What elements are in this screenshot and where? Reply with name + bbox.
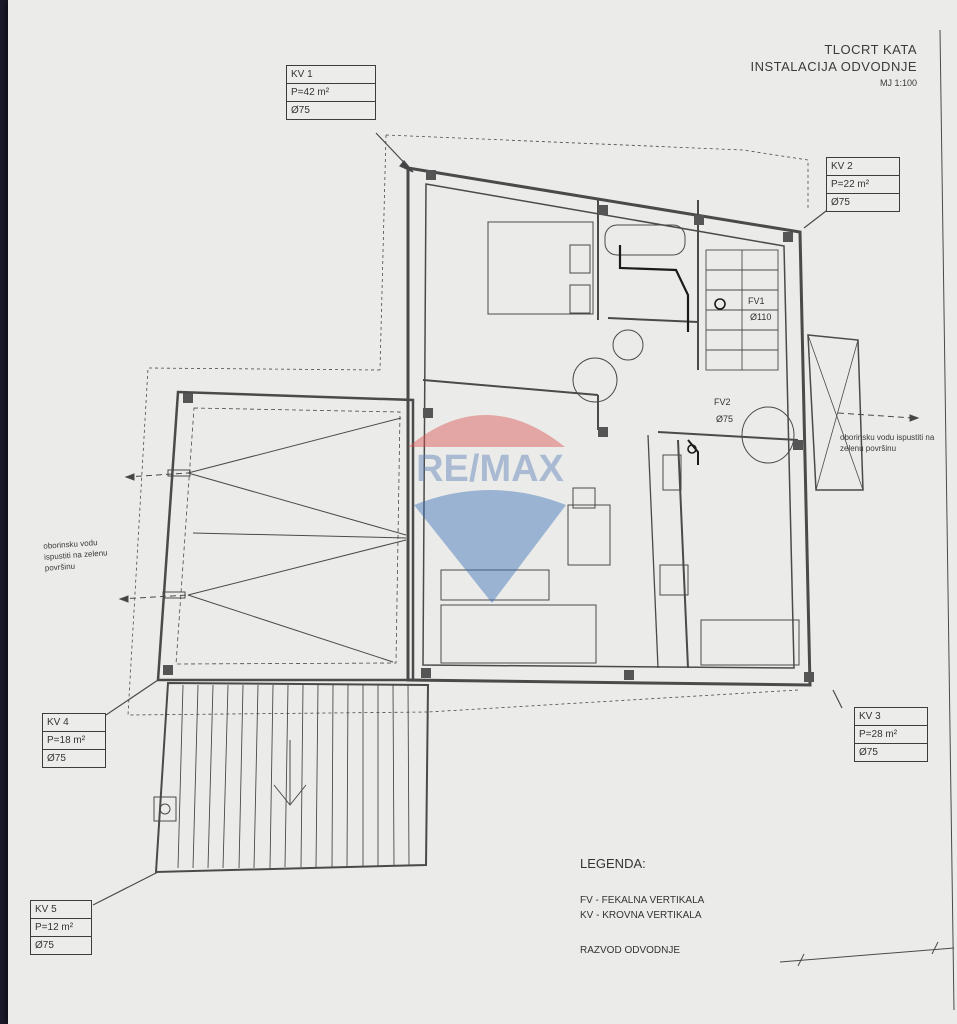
furniture bbox=[440, 221, 800, 666]
drawing-title: TLOCRT KATA bbox=[824, 42, 917, 57]
fv2-label: FV2 bbox=[714, 397, 731, 407]
legend-fv: FV - FEKALNA VERTIKALA bbox=[580, 895, 705, 906]
kv-diameter: Ø75 bbox=[35, 940, 54, 951]
interior-wall bbox=[422, 379, 599, 396]
pergola bbox=[154, 681, 430, 874]
fv2-diameter: Ø75 bbox=[716, 414, 734, 424]
drawing-subtitle: INSTALACIJA ODVODNJE bbox=[750, 59, 917, 74]
kv1-box: KV 1 P=42 m² Ø75 bbox=[286, 65, 376, 120]
roof-slope-lines bbox=[187, 417, 407, 663]
drawing-scale: MJ 1:100 bbox=[879, 78, 917, 88]
kv-diameter: Ø75 bbox=[859, 747, 878, 758]
kv2-box: KV 2 P=22 m² Ø75 bbox=[826, 157, 900, 212]
kv-diameter: Ø75 bbox=[291, 105, 310, 116]
fv1-label: FV1 bbox=[748, 296, 765, 306]
kv-name: KV 4 bbox=[43, 714, 105, 732]
stairs bbox=[705, 249, 779, 371]
kv-diameter: Ø75 bbox=[47, 753, 66, 764]
legend-heading: LEGENDA: bbox=[580, 856, 646, 871]
kv-name: KV 2 bbox=[827, 158, 899, 176]
legend-drain: RAZVOD ODVODNJE bbox=[580, 945, 681, 956]
kv-name: KV 1 bbox=[287, 66, 375, 84]
outflow-east bbox=[837, 412, 914, 419]
kv-area: P=28 m² bbox=[855, 726, 927, 744]
floor-plan bbox=[92, 29, 955, 1011]
fv1-diameter: Ø110 bbox=[750, 312, 772, 322]
kv-area: P=18 m² bbox=[43, 732, 105, 750]
leader-lines bbox=[92, 132, 843, 906]
title-block: TLOCRT KATA INSTALACIJA ODVODNJE MJ 1:10… bbox=[750, 42, 917, 88]
kv-area: P=22 m² bbox=[827, 176, 899, 194]
kv3-box: KV 3 P=28 m² Ø75 bbox=[854, 707, 928, 762]
drain-pipe bbox=[618, 245, 690, 332]
watermark-text: RE/MAX bbox=[416, 448, 564, 490]
kv4-box: KV 4 P=18 m² Ø75 bbox=[42, 713, 106, 768]
sheet-border bbox=[939, 29, 955, 1011]
kv-diameter: Ø75 bbox=[831, 197, 850, 208]
roof-outline bbox=[127, 134, 809, 716]
kv5-box: KV 5 P=12 m² Ø75 bbox=[30, 900, 92, 955]
pergola-slats bbox=[177, 684, 410, 869]
drain-pipe-fv2 bbox=[687, 439, 699, 465]
legend: LEGENDA: FV - FEKALNA VERTIKALA KV - KRO… bbox=[580, 856, 704, 956]
outflow-note-west: oborinsku vodu ispustiti na zelenu površ… bbox=[43, 538, 108, 573]
house-walls bbox=[406, 166, 812, 687]
kv-name: KV 3 bbox=[855, 708, 927, 726]
legend-kv: KV - KROVNA VERTIKALA bbox=[580, 910, 702, 921]
kv-name: KV 5 bbox=[31, 901, 91, 919]
legend-drain-symbol bbox=[779, 941, 955, 967]
kv-area: P=42 m² bbox=[287, 84, 375, 102]
kv-area: P=12 m² bbox=[31, 919, 91, 937]
columns bbox=[163, 170, 814, 682]
remax-watermark: RE/MAX bbox=[408, 415, 566, 603]
outflow-west bbox=[118, 469, 191, 603]
terrace bbox=[156, 390, 415, 682]
drawing-sheet: RE/MAX TLOCRT KATA INSTALACIJA ODVODNJE … bbox=[8, 0, 957, 1024]
outflow-note-east: oborinsku vodu ispustiti na zelenu površ… bbox=[840, 433, 935, 453]
